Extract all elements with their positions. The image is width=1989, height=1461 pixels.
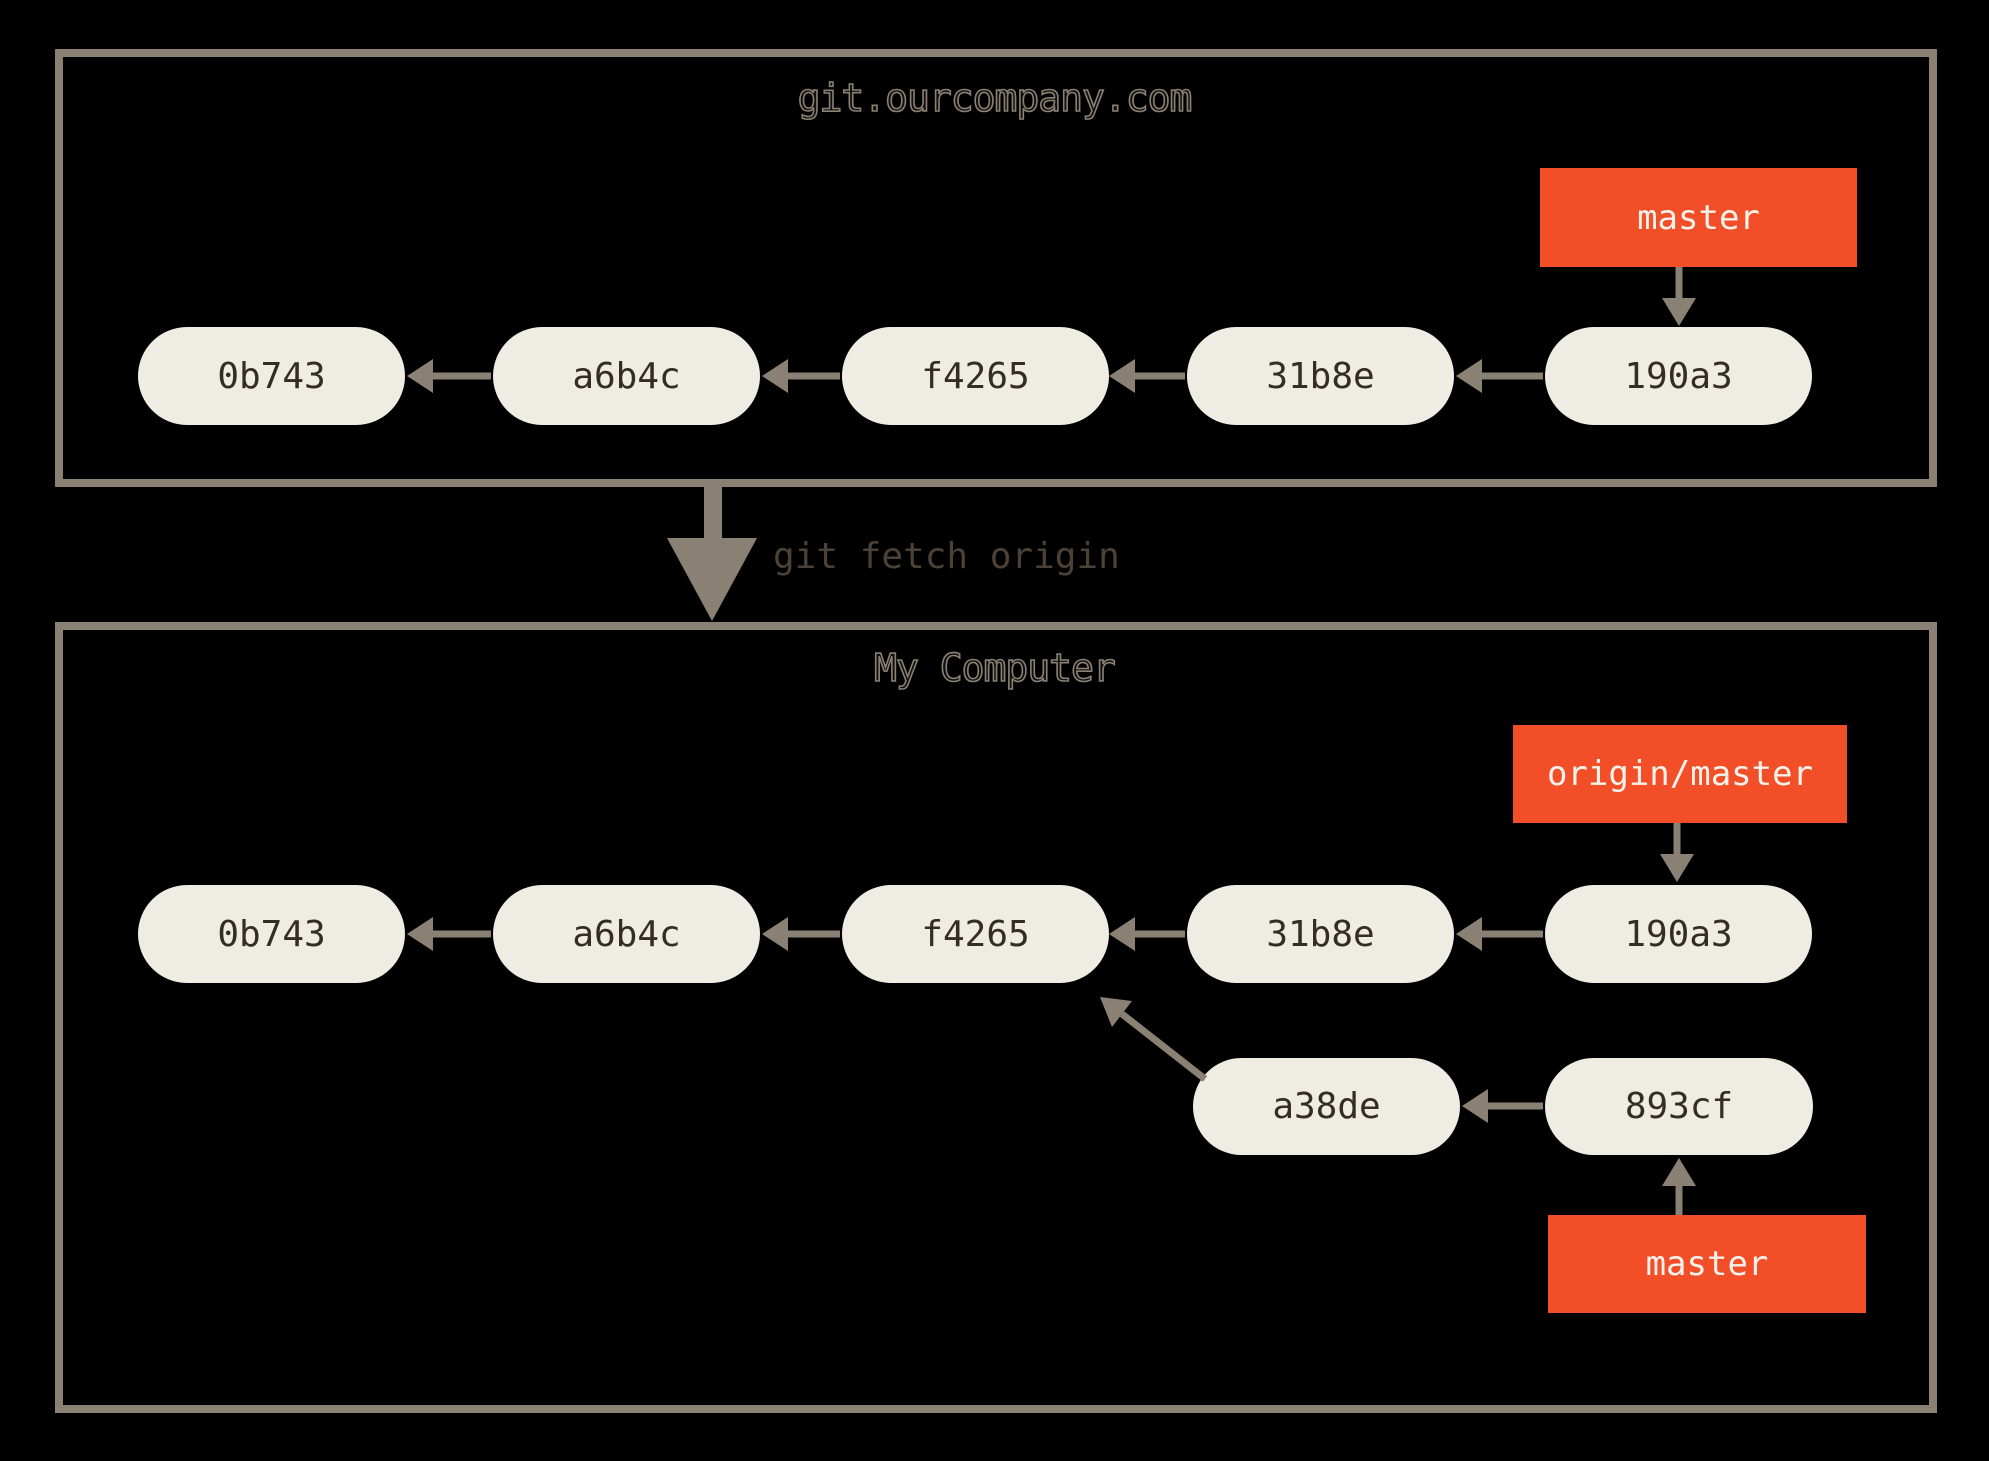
local-commit-893cf: 893cf: [1545, 1058, 1813, 1155]
fetch-command-label: git fetch origin: [773, 535, 1120, 577]
remote-commit-a6b4c: a6b4c: [493, 327, 760, 425]
remote-repo-title: git.ourcompany.com: [797, 75, 1193, 121]
remote-master-branch-label: master: [1540, 168, 1857, 267]
fetch-arrow: [667, 487, 757, 621]
local-commit-190a3: 190a3: [1545, 885, 1812, 983]
origin-master-branch-label: origin/master: [1513, 725, 1847, 823]
local-commit-0b743: 0b743: [138, 885, 405, 983]
remote-repo-box: [55, 49, 1937, 487]
local-commit-a38de: a38de: [1193, 1058, 1460, 1155]
remote-commit-f4265: f4265: [842, 327, 1109, 425]
remote-commit-0b743: 0b743: [138, 327, 405, 425]
local-commit-31b8e: 31b8e: [1187, 885, 1454, 983]
remote-commit-190a3: 190a3: [1545, 327, 1812, 425]
remote-commit-31b8e: 31b8e: [1187, 327, 1454, 425]
local-commit-f4265: f4265: [842, 885, 1109, 983]
local-repo-box: [55, 622, 1937, 1413]
local-repo-title: My Computer: [873, 645, 1116, 691]
local-commit-a6b4c: a6b4c: [493, 885, 760, 983]
local-master-branch-label: master: [1548, 1215, 1866, 1313]
